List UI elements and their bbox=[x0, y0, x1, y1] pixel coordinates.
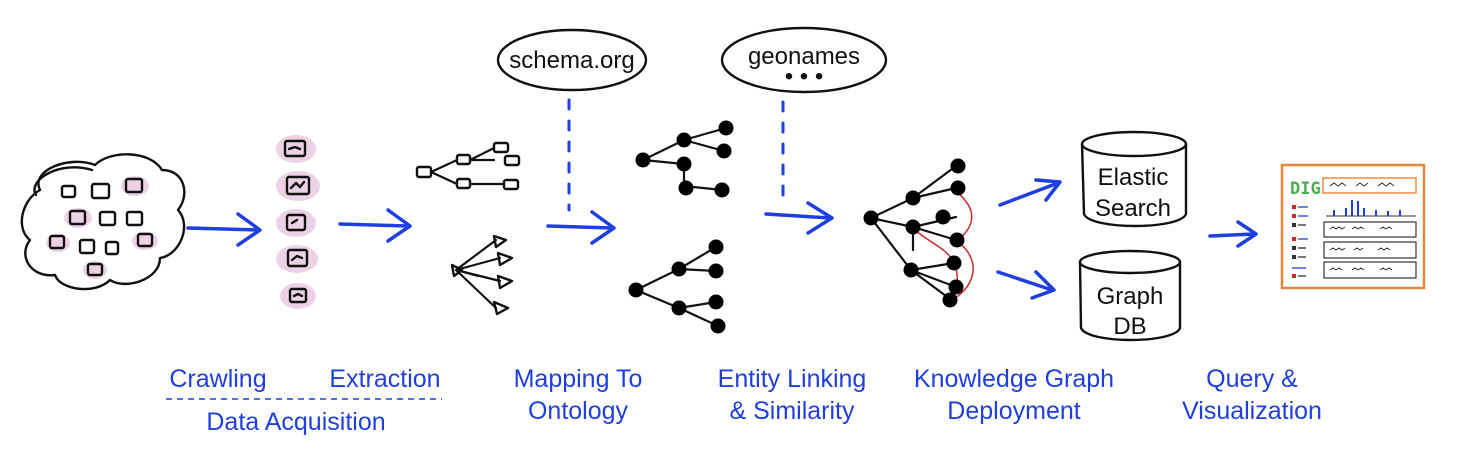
stage-labels: Crawling Extraction Data Acquisition Map… bbox=[166, 365, 1322, 436]
label-data-acquisition: Data Acquisition bbox=[206, 408, 385, 436]
label-mapping-1: Mapping To bbox=[514, 365, 643, 393]
bubble-label-geonames: geonames bbox=[748, 43, 860, 70]
elastic-search-cylinder: Elastic Search bbox=[1080, 130, 1188, 228]
dig-app-thumbnail: DIG bbox=[1280, 163, 1426, 290]
label-linking-2: & Similarity bbox=[729, 397, 855, 425]
graph-label-2: DB bbox=[1113, 313, 1146, 340]
label-deploy-2: Deployment bbox=[947, 397, 1080, 425]
structured-records-icon bbox=[415, 141, 521, 191]
arrow-icon bbox=[338, 208, 412, 243]
graph-db-cylinder: Graph DB bbox=[1078, 249, 1182, 342]
bubble-more-dots: • • • bbox=[785, 63, 824, 90]
label-linking-1: Entity Linking bbox=[718, 365, 867, 393]
linked-graph bbox=[863, 158, 974, 308]
arrow-icon bbox=[546, 210, 616, 245]
elastic-label-1: Elastic bbox=[1098, 164, 1169, 191]
geonames-bubble: geonames • • • bbox=[720, 26, 888, 94]
label-crawling: Crawling bbox=[169, 365, 266, 393]
graph-label-1: Graph bbox=[1097, 283, 1164, 310]
label-query-2: Visualization bbox=[1182, 397, 1322, 425]
label-extraction: Extraction bbox=[329, 365, 440, 393]
arrow-icon bbox=[998, 178, 1062, 207]
label-deploy-1: Knowledge Graph bbox=[914, 365, 1114, 393]
arrow-icon bbox=[1208, 220, 1258, 248]
crawled-pages bbox=[46, 176, 158, 279]
label-query-1: Query & bbox=[1206, 365, 1298, 393]
label-mapping-2: Ontology bbox=[528, 397, 629, 425]
arrow-icon bbox=[186, 212, 262, 247]
dig-result-rows bbox=[1323, 221, 1417, 279]
mapped-graph-bottom bbox=[628, 239, 726, 334]
bubble-label-schema: schema.org bbox=[509, 47, 634, 74]
arrow-icon bbox=[764, 201, 834, 235]
triangle-tree-icon bbox=[450, 234, 514, 316]
elastic-label-2: Search bbox=[1095, 195, 1171, 222]
arrow-icon bbox=[996, 270, 1056, 300]
mapped-graph-top bbox=[635, 120, 734, 198]
dig-mini-chart bbox=[1326, 200, 1416, 217]
extracted-pages-icon bbox=[276, 135, 320, 309]
dig-logo: DIG bbox=[1290, 179, 1321, 199]
dig-sidebar-list bbox=[1292, 205, 1308, 278]
web-cloud-icon bbox=[20, 153, 186, 291]
schema-org-bubble: schema.org bbox=[496, 28, 648, 92]
